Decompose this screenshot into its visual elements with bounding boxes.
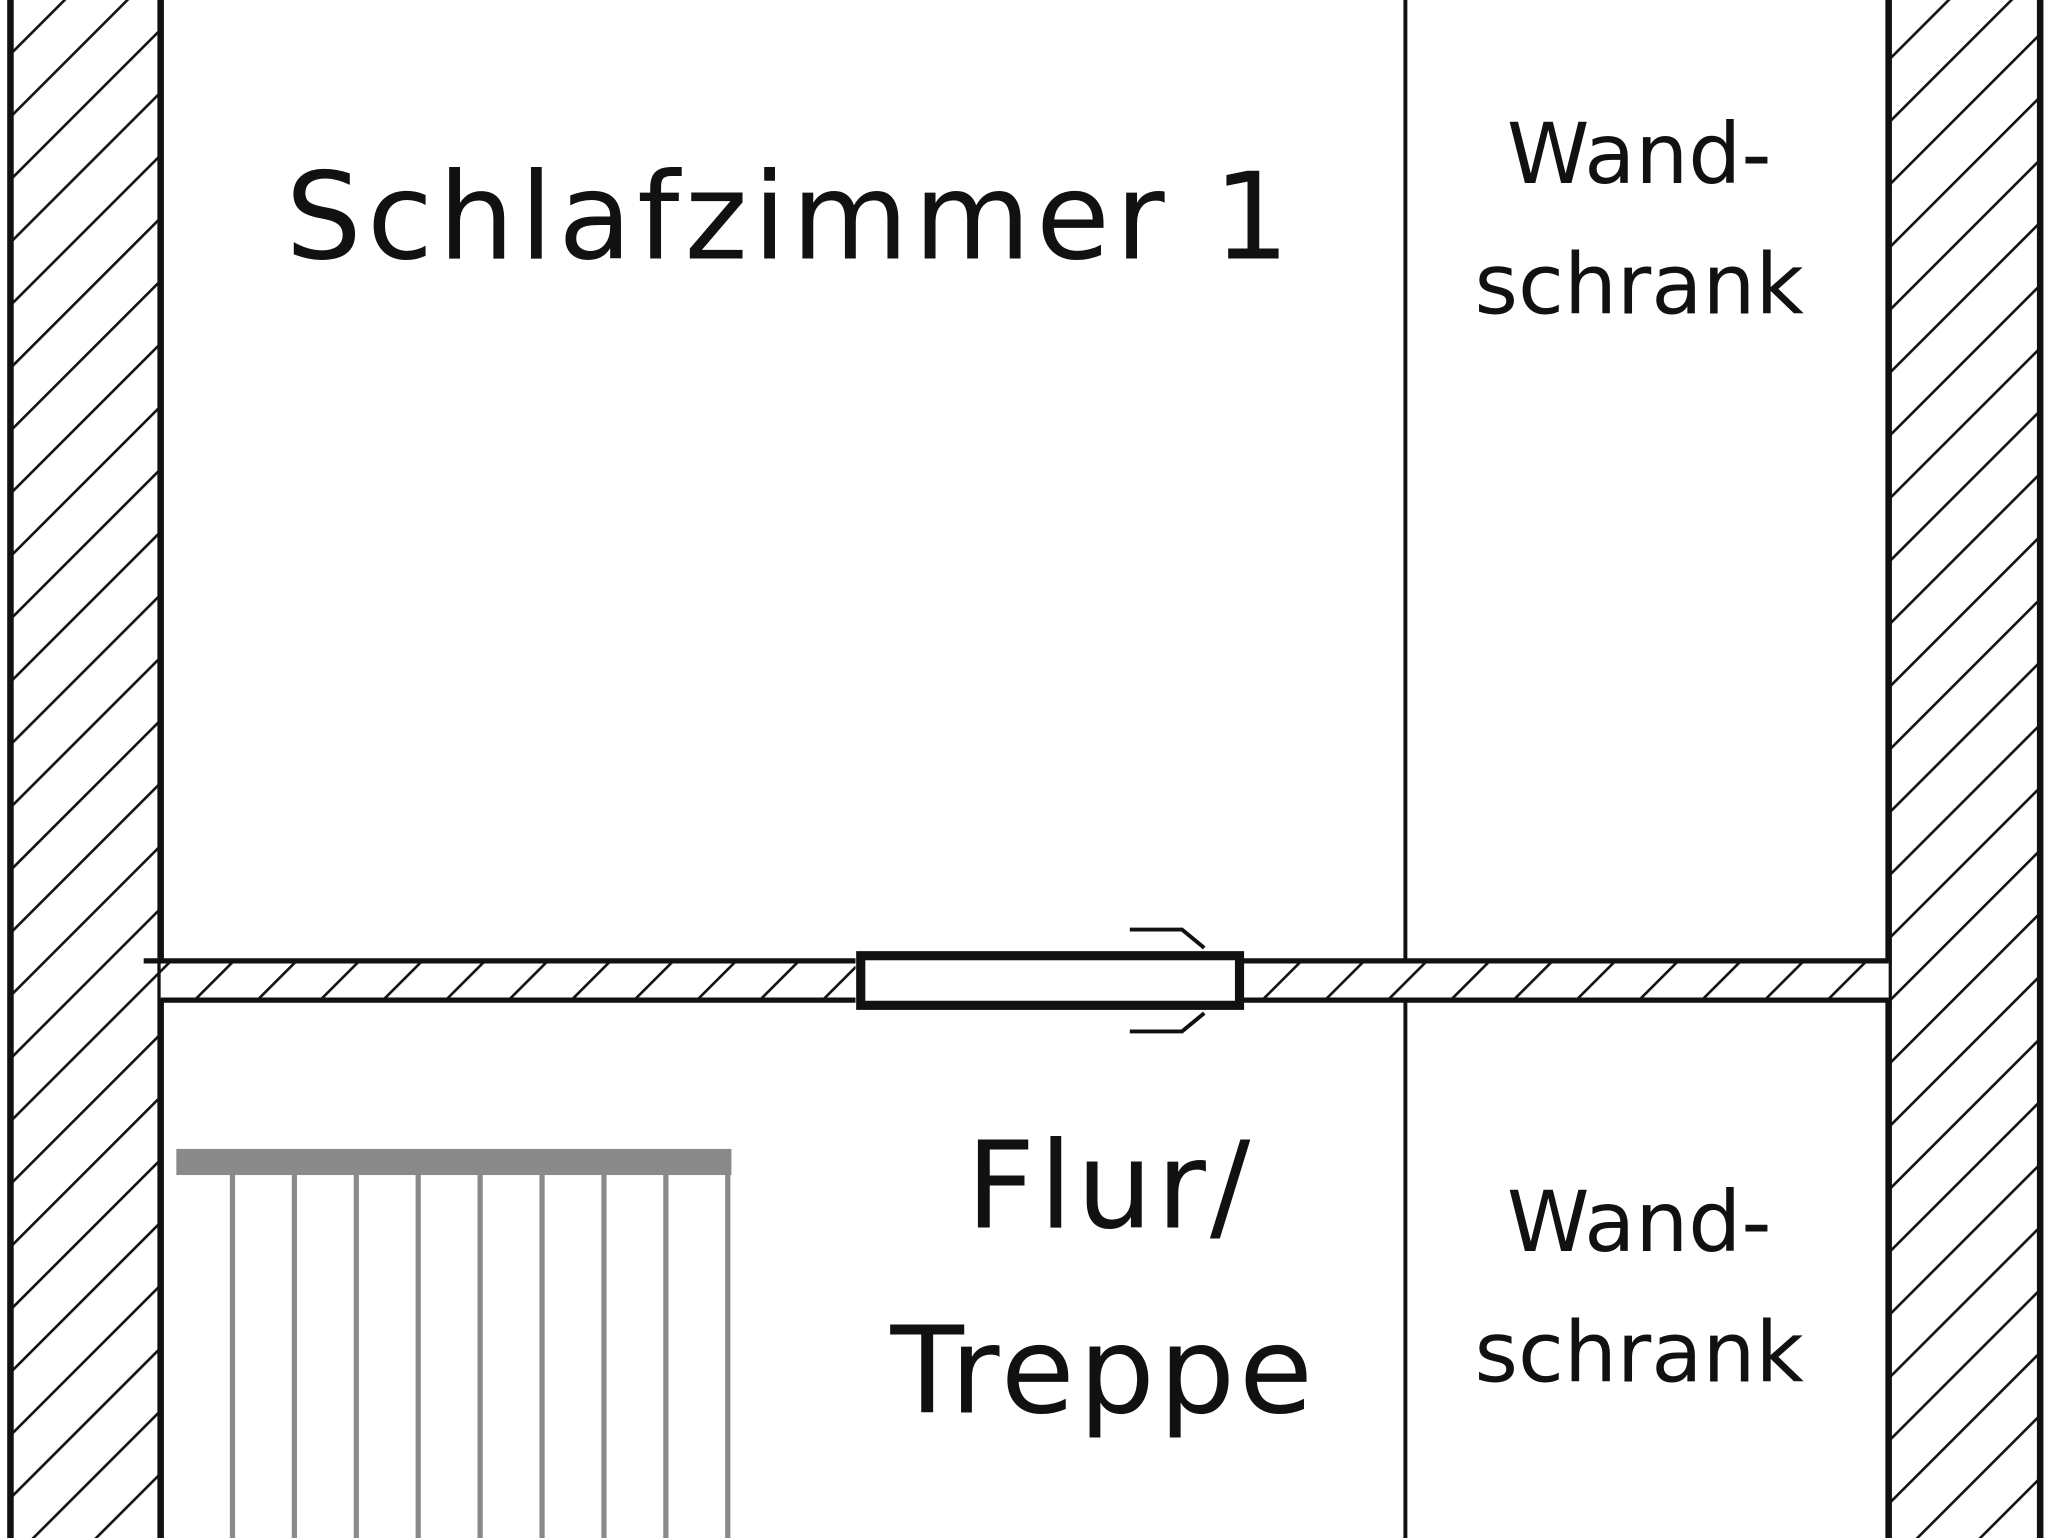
bedroom-label: Schlafzimmer 1	[286, 148, 1295, 288]
closet-bottom-label-line1: Wand-	[1507, 1173, 1772, 1271]
closet-top-label-line1: Wand-	[1507, 105, 1772, 203]
staircase	[176, 1148, 732, 1538]
closet-top-label-line2: schrank	[1474, 235, 1804, 333]
hall-label-line2: Treppe	[889, 1302, 1316, 1442]
right-wall	[1885, 0, 2044, 1538]
closet-bottom-label-line2: schrank	[1474, 1303, 1804, 1401]
sliding-door	[855, 927, 1245, 1034]
hall-label-line1: Flur/	[966, 1116, 1254, 1256]
left-wall	[7, 0, 164, 1538]
